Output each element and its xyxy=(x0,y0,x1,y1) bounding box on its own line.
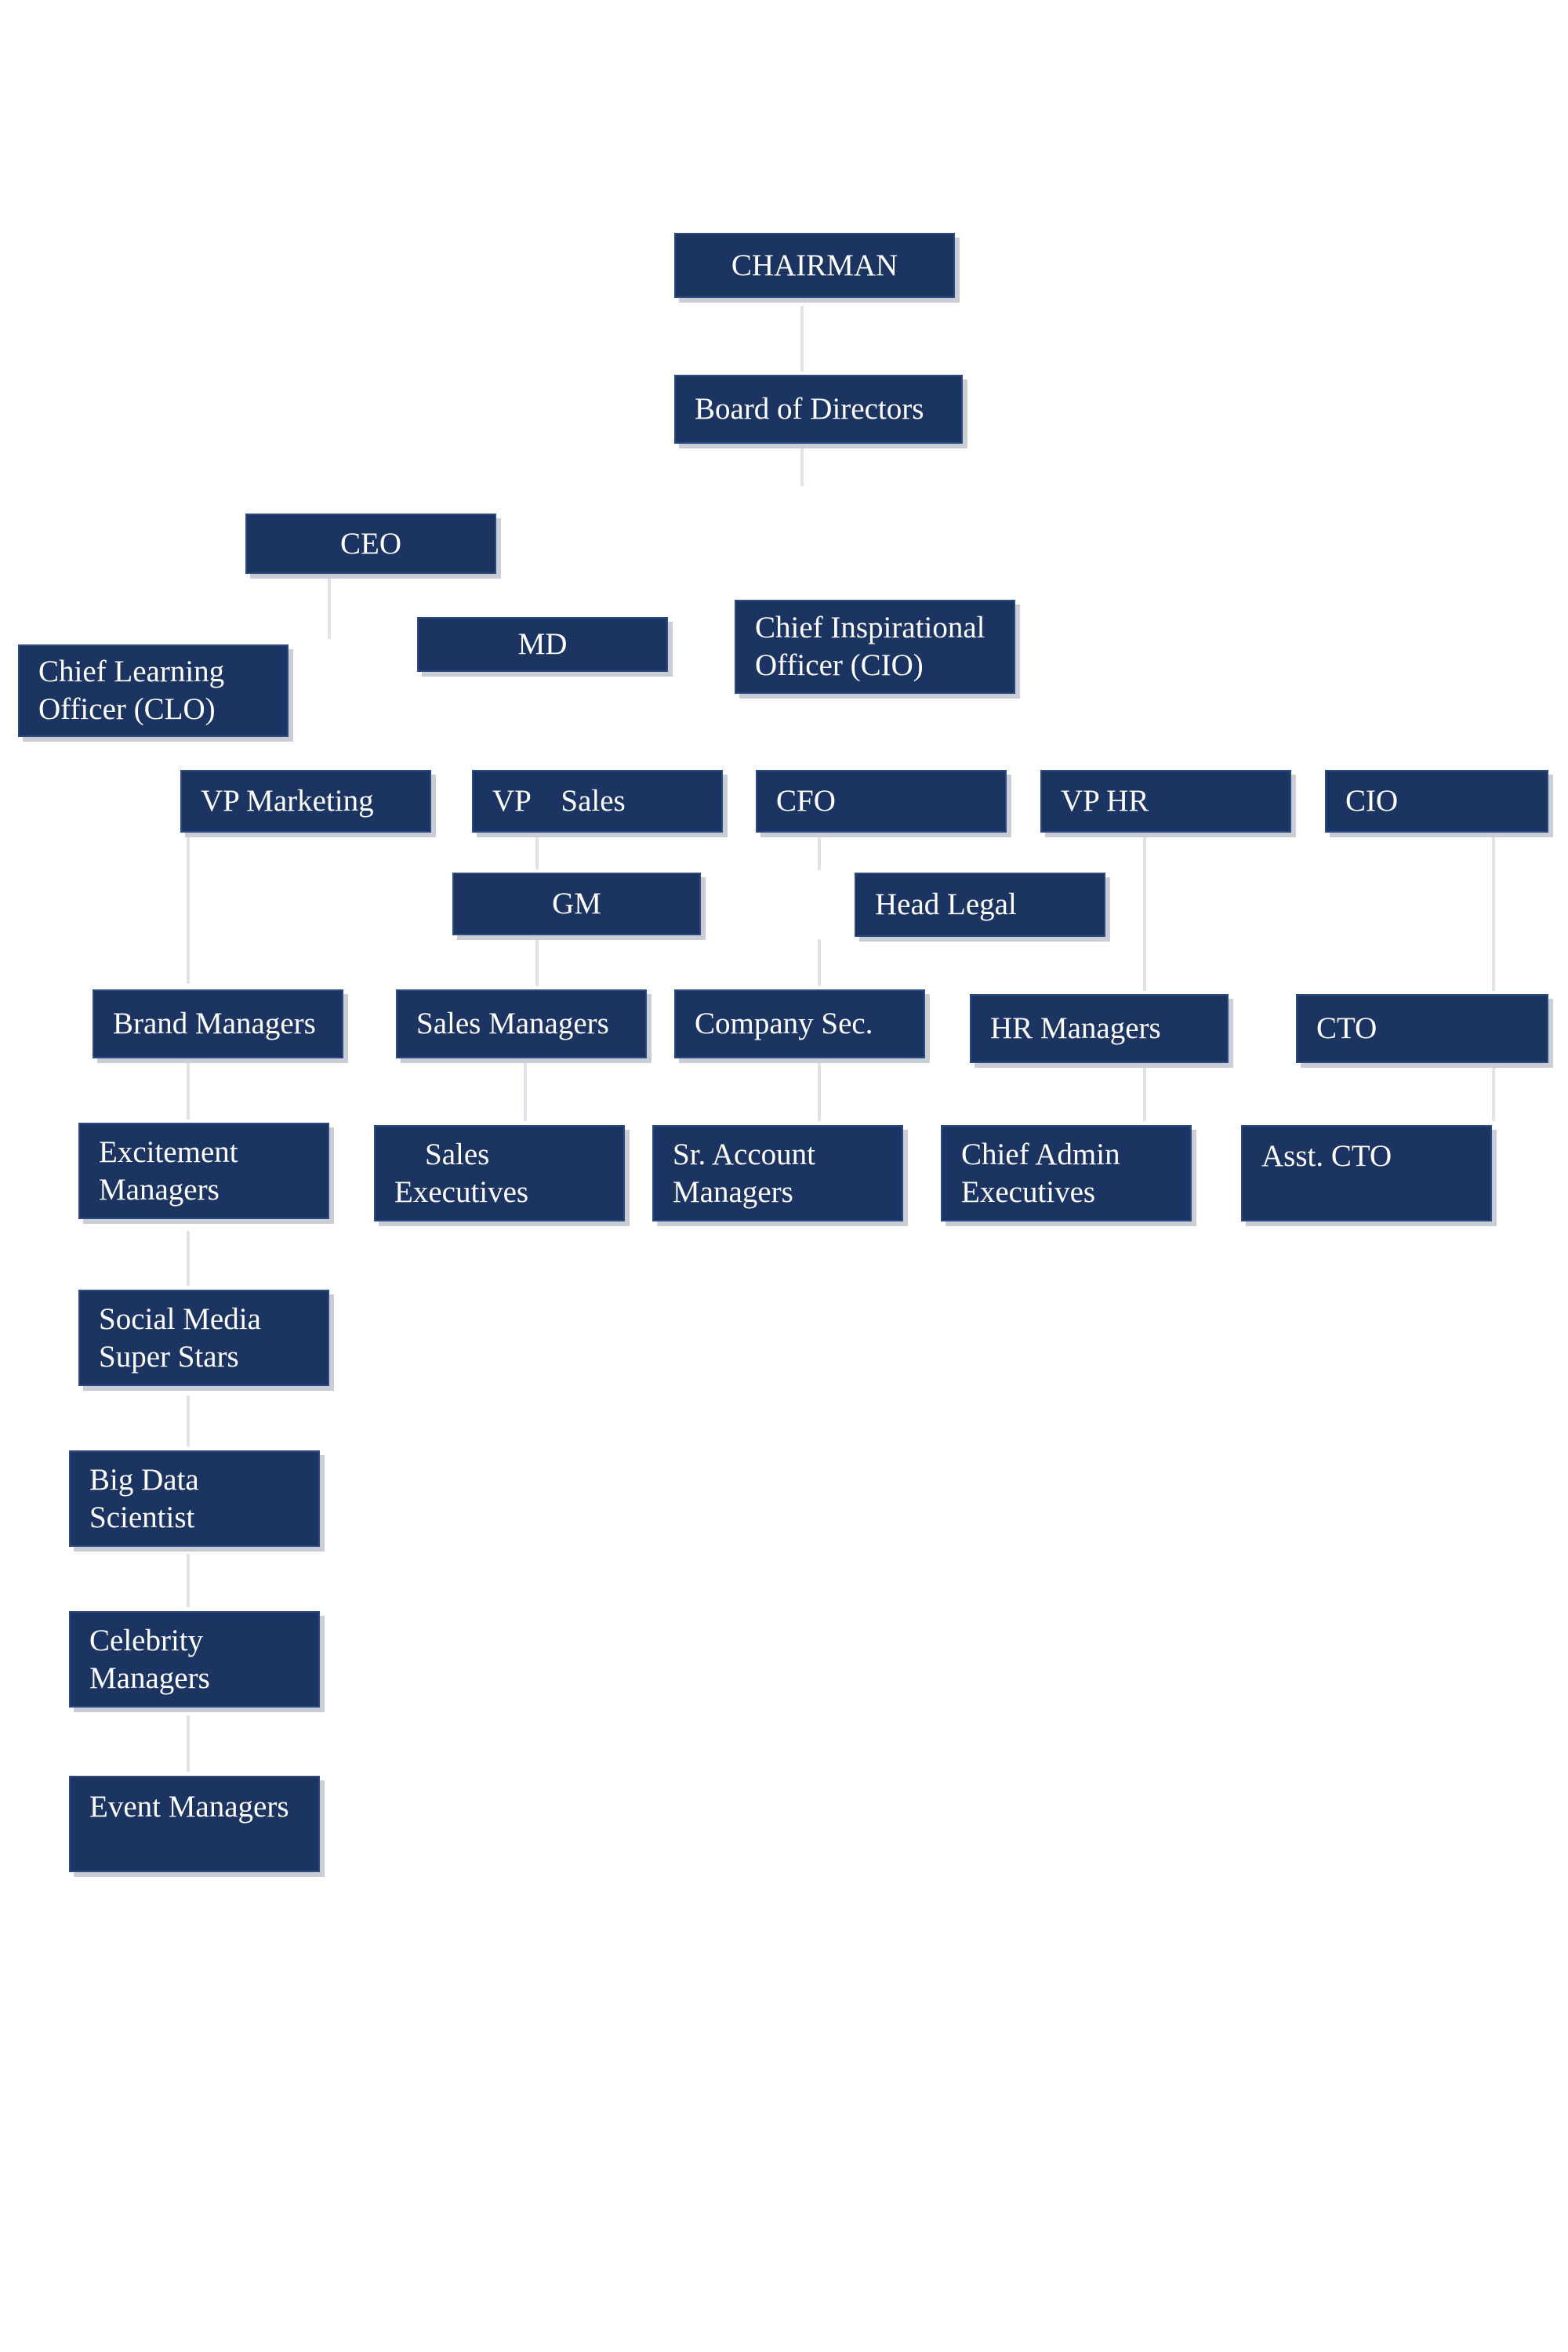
node-cfo: CFO xyxy=(756,770,1007,833)
node-md: MD xyxy=(417,617,668,672)
node-ceo-label: CEO xyxy=(340,526,401,561)
node-board-of-directors: Board of Directors xyxy=(674,375,963,444)
node-chief-admin-executives: Chief Admin Executives xyxy=(941,1125,1192,1221)
node-event-managers-label: Event Managers xyxy=(89,1790,289,1824)
node-sales-executives-label: Sales Executives xyxy=(394,1137,529,1209)
node-md-label: MD xyxy=(517,627,568,661)
node-chairman: CHAIRMAN xyxy=(674,233,955,298)
node-head-legal-label: Head Legal xyxy=(875,887,1017,921)
node-brand-managers: Brand Managers xyxy=(93,989,343,1058)
node-sales-managers-label: Sales Managers xyxy=(416,1007,609,1040)
node-gm-label: GM xyxy=(552,887,601,920)
node-sales-managers: Sales Managers xyxy=(396,989,647,1058)
node-board-label: Board of Directors xyxy=(695,392,924,426)
node-ceo: CEO xyxy=(245,514,496,574)
node-event-managers: Event Managers xyxy=(69,1776,320,1872)
node-clo-label: Chief Learning Officer (CLO) xyxy=(38,655,225,726)
node-vp-sales-label: VP Sales xyxy=(492,784,626,818)
node-chairman-label: CHAIRMAN xyxy=(731,248,898,282)
node-chief-learning-officer: Chief Learning Officer (CLO) xyxy=(18,644,289,737)
node-brand-managers-label: Brand Managers xyxy=(113,1007,316,1040)
node-hr-managers-label: HR Managers xyxy=(990,1011,1161,1045)
node-asst-cto-label: Asst. CTO xyxy=(1261,1139,1392,1173)
node-vp-marketing: VP Marketing xyxy=(180,770,431,833)
node-celebrity-managers-label: Celebrity Managers xyxy=(89,1623,210,1695)
node-sr-account-managers: Sr. Account Managers xyxy=(652,1125,903,1221)
node-cto-label: CTO xyxy=(1316,1011,1377,1045)
node-chief-inspirational-officer: Chief Inspirational Officer (CIO) xyxy=(735,600,1015,694)
node-vp-hr-label: VP HR xyxy=(1061,784,1149,818)
node-big-data-label: Big Data Scientist xyxy=(89,1462,199,1534)
node-cio: CIO xyxy=(1325,770,1548,833)
node-company-sec: Company Sec. xyxy=(674,989,925,1058)
node-cfo-label: CFO xyxy=(776,784,836,818)
node-celebrity-managers: Celebrity Managers xyxy=(69,1611,320,1708)
node-vp-sales: VP Sales xyxy=(472,770,723,833)
node-company-sec-label: Company Sec. xyxy=(695,1007,873,1040)
node-vp-marketing-label: VP Marketing xyxy=(201,784,374,818)
node-chief-admin-executives-label: Chief Admin Executives xyxy=(961,1137,1120,1209)
node-hr-managers: HR Managers xyxy=(970,994,1229,1063)
node-cio-label: CIO xyxy=(1345,784,1399,818)
node-chief-inspirational-label: Chief Inspirational Officer (CIO) xyxy=(755,611,985,682)
node-sales-executives: Sales Executives xyxy=(374,1125,625,1221)
node-gm: GM xyxy=(452,873,701,935)
node-excitement-managers: Excitement Managers xyxy=(78,1123,329,1219)
node-head-legal: Head Legal xyxy=(855,873,1105,937)
node-excitement-managers-label: Excitement Managers xyxy=(99,1134,238,1207)
node-big-data-scientist: Big Data Scientist xyxy=(69,1450,320,1547)
node-social-media-super-stars: Social Media Super Stars xyxy=(78,1290,329,1386)
node-sr-account-managers-label: Sr. Account Managers xyxy=(673,1137,815,1209)
node-social-media-label: Social Media Super Stars xyxy=(99,1301,261,1374)
node-asst-cto: Asst. CTO xyxy=(1241,1125,1492,1221)
node-cto: CTO xyxy=(1296,994,1548,1063)
node-vp-hr: VP HR xyxy=(1040,770,1291,833)
